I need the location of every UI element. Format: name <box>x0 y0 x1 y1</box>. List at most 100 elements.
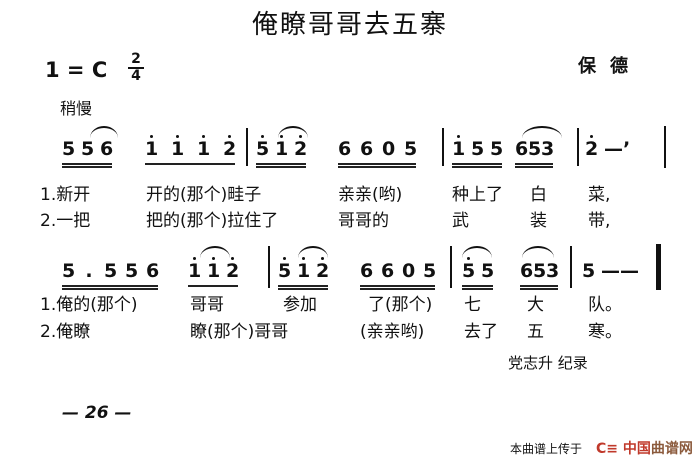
note: 6 <box>381 260 395 282</box>
lyric: 白 <box>530 185 547 205</box>
note: 3 <box>541 138 555 160</box>
note: 5 <box>481 260 495 282</box>
barline <box>246 128 248 166</box>
slur <box>298 246 328 258</box>
note: 1 <box>207 257 221 282</box>
site-logo[interactable]: C≡ 中国曲谱网 <box>596 438 693 458</box>
note: 5 <box>125 260 139 282</box>
note-group: 2—’ <box>585 135 631 163</box>
lyric: 装 <box>530 211 547 231</box>
note: 2 <box>226 257 240 282</box>
note: 2 <box>223 135 237 160</box>
note: 5 <box>62 260 76 282</box>
lyric: 去了 <box>464 322 498 342</box>
note: 2 <box>585 135 599 160</box>
barline <box>664 126 666 168</box>
final-barline <box>656 244 661 290</box>
barline <box>442 128 444 166</box>
lyric: 开的(那个)畦子 <box>146 185 262 205</box>
note: 2 <box>294 135 308 160</box>
lyric: 带, <box>588 211 611 231</box>
note: 5 <box>528 138 542 160</box>
lyric: 五 <box>527 322 544 342</box>
note: 1 <box>197 135 211 160</box>
note: 2 <box>316 257 330 282</box>
note: 5 <box>533 260 547 282</box>
transcriber-credit: 党志升 纪录 <box>508 354 588 372</box>
lyric: (亲亲哟) <box>360 322 425 342</box>
note: 5 <box>62 138 76 160</box>
lyric: 2.俺瞭 <box>40 322 91 342</box>
note: 5 <box>471 138 485 160</box>
note: 5 <box>490 138 504 160</box>
note: 5 <box>462 257 476 282</box>
note: 1 <box>275 135 289 160</box>
logo-text-b: 曲谱网 <box>650 441 693 457</box>
note: 1 <box>452 135 466 160</box>
note: 1 <box>145 135 159 160</box>
lyric: 亲亲(哟) <box>338 185 403 205</box>
note: 1 <box>188 257 202 282</box>
note: 6 <box>100 138 114 160</box>
note: 5 <box>404 138 418 160</box>
upload-note: 本曲谱上传于 <box>510 442 583 456</box>
note: 1 <box>171 135 185 160</box>
note: 0 <box>402 260 416 282</box>
note: 6 <box>360 138 374 160</box>
key-signature: 1 = C <box>45 58 108 82</box>
slur <box>278 126 308 138</box>
lyric: 瞭(那个)哥哥 <box>190 322 289 342</box>
note: 6 <box>515 138 529 160</box>
lyric: 大 <box>527 295 544 315</box>
note: 3 <box>546 260 560 282</box>
lyric: 菜, <box>588 185 611 205</box>
ts-bottom: 4 <box>128 67 144 84</box>
note: —’ <box>604 138 631 160</box>
lyric: 哥哥的 <box>338 211 389 231</box>
ts-top: 2 <box>131 51 141 67</box>
note: 5 <box>104 260 118 282</box>
page-number: — 26 — <box>62 403 132 423</box>
lyric: 武 <box>452 211 469 231</box>
note: 6 <box>146 260 160 282</box>
note: 0 <box>382 138 396 160</box>
lyric: 1.俺的(那个) <box>40 295 138 315</box>
logo-text-a: 中国 <box>622 441 651 457</box>
note: 5 <box>81 138 95 160</box>
lyric: 队。 <box>588 295 622 315</box>
note: —— <box>601 260 639 282</box>
slur <box>200 246 230 258</box>
note: 6 <box>338 138 352 160</box>
composer: 保德 <box>578 56 642 77</box>
note: 5 <box>256 135 270 160</box>
lyric: 2.一把 <box>40 211 91 231</box>
logo-icon: C≡ <box>596 441 619 457</box>
lyric: 参加 <box>283 295 317 315</box>
lyric: 哥哥 <box>190 295 224 315</box>
note: 6 <box>520 260 534 282</box>
note: 1 <box>297 257 311 282</box>
slur <box>462 246 492 258</box>
barline <box>268 246 270 288</box>
note: 5 <box>423 260 437 282</box>
slur <box>90 126 118 138</box>
slur <box>522 126 562 138</box>
note: 6 <box>360 260 374 282</box>
note-group: 5—— <box>582 260 639 285</box>
tempo-marking: 稍慢 <box>60 99 93 118</box>
barline <box>450 246 452 288</box>
song-title: 俺瞭哥哥去五寨 <box>251 10 448 40</box>
lyric: 1.新开 <box>40 185 91 205</box>
